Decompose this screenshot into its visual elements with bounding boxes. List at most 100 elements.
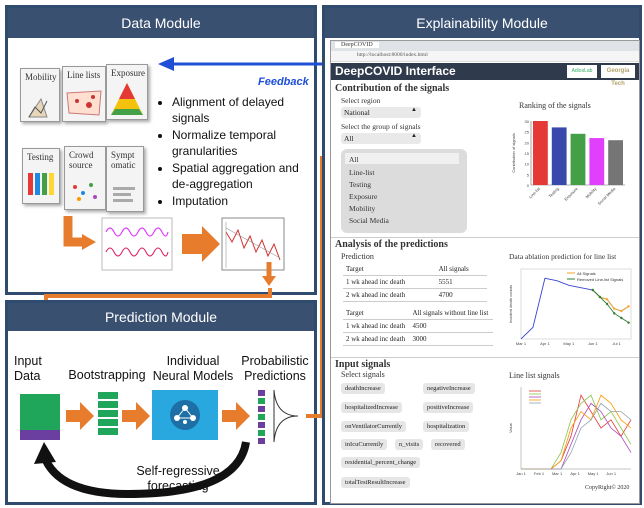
prediction-pipeline [20, 389, 326, 499]
table-cell: 4700 [435, 288, 487, 302]
x-tick-label: Apr 1 [570, 471, 580, 476]
data-point [605, 298, 609, 301]
contrib-heading: Contribution of the signals [335, 83, 450, 94]
data-point [613, 307, 616, 310]
data-point [620, 316, 623, 320]
x-tick-label: Exposure [563, 186, 579, 202]
data-point [605, 302, 609, 306]
bullet-item: Normalize temporal granularities [172, 128, 313, 159]
legend-label: All Signals [577, 271, 596, 276]
region-select[interactable]: National▲ [341, 107, 421, 118]
copyright: CopyRight© 2020 [585, 485, 630, 491]
bar [551, 127, 567, 185]
table-cell: 4500 [409, 319, 493, 333]
x-tick-label: Jul 1 [612, 341, 621, 346]
data-module-title: Data Module [8, 8, 314, 38]
signal-chip[interactable]: inIcuCurrently [341, 439, 388, 450]
group-option[interactable]: Mobility [349, 204, 376, 213]
y-tick-label: 10 [525, 162, 530, 167]
prediction-module-title: Prediction Module [8, 303, 314, 331]
group-options-list[interactable]: All Line-list Testing Exposure Mobility … [341, 149, 467, 233]
browser-url[interactable]: http://localhost:8000/index.html [357, 52, 428, 58]
table-cell: 3000 [409, 332, 493, 346]
signal-chip[interactable]: hospitalization [423, 421, 470, 432]
self-regressive-label: Self-regressive forecasting [136, 464, 220, 493]
group-select[interactable]: All▲ [341, 133, 421, 144]
signal-chip[interactable]: n_visits [395, 439, 424, 450]
signal-chip[interactable]: hospitalizedIncrease [341, 402, 403, 413]
input-data-label: Input Data [14, 354, 42, 383]
signal-chip[interactable]: negativeIncrease [423, 383, 475, 394]
bar [589, 138, 605, 185]
group-option[interactable]: All [349, 155, 359, 164]
group-option[interactable]: Line-list [349, 168, 375, 177]
adios-logo: AdiosLab [567, 65, 597, 78]
y-axis-label: Value [508, 422, 513, 433]
inputs-heading: Input signals [335, 359, 391, 370]
browser-tab[interactable]: DeepCOVID [335, 42, 379, 48]
table-cell: 1 wk ahead inc death [343, 275, 436, 289]
table-header: All signals without line list [409, 307, 493, 320]
data-point [591, 288, 594, 292]
preprocess-flow [63, 216, 285, 271]
exposure-card: Exposure [106, 64, 148, 120]
y-axis-label: Incident death counts [508, 285, 513, 323]
table-cell: 1 wk ahead inc death [343, 319, 410, 333]
bar [570, 133, 586, 185]
group-option[interactable]: Exposure [349, 192, 378, 201]
bar [608, 140, 623, 185]
data-point [627, 305, 630, 308]
chevron-down-icon: ▲ [411, 133, 417, 139]
table-cell: 5551 [435, 275, 487, 289]
legend-label: Removed Line-list Signals [577, 277, 623, 282]
table-header: Target [343, 307, 410, 320]
feedback-arrow [158, 57, 328, 71]
neural-models-label: Individual Neural Models [152, 354, 234, 383]
prediction-label: Prediction [341, 252, 374, 261]
table-header: All signals [435, 263, 487, 276]
data-point [620, 309, 623, 313]
x-tick-label: Feb 1 [534, 471, 545, 476]
ranking-title: Ranking of the signals [519, 101, 591, 110]
x-tick-label: Jun 1 [588, 341, 599, 346]
group-option[interactable]: Testing [349, 180, 371, 189]
bullet-item: Imputation [172, 194, 313, 210]
x-tick-label: May 1 [563, 341, 575, 346]
data-point [627, 321, 630, 324]
region-label: Select region [341, 96, 381, 105]
y-tick-label: 20 [525, 140, 530, 145]
interface-screenshot: DeepCOVID http://localhost:8000/index.ht… [330, 40, 640, 504]
series-line [592, 289, 629, 312]
bar [533, 121, 548, 185]
signal-chip[interactable]: positiveIncrease [423, 402, 474, 413]
signal-chip[interactable]: residential_percent_change [341, 457, 421, 468]
x-tick-label: Line-list [528, 186, 542, 200]
crowd-source-card: Crowd source [64, 146, 106, 210]
signal-chip[interactable]: totalTestResultIncrease [341, 477, 410, 488]
series-line [521, 402, 632, 470]
series-line [592, 289, 629, 324]
signal-chip[interactable]: recovered [431, 439, 465, 450]
explainability-module-title: Explainability Module [325, 8, 639, 38]
data-point [598, 295, 602, 299]
table-cell: 2 wk ahead inc death [343, 332, 410, 346]
y-tick-label: 30 [525, 119, 530, 124]
y-tick-label: 0 [527, 183, 530, 188]
mobility-card: Mobility [20, 68, 60, 122]
table-header: Target [343, 263, 436, 276]
x-tick-label: Mobility [584, 186, 597, 199]
x-tick-label: Apr 1 [540, 341, 550, 346]
group-option[interactable]: Social Media [349, 216, 389, 225]
signal-chip[interactable]: onVentilatorCurrently [341, 421, 407, 432]
signal-chip[interactable]: deathIncrease [341, 383, 385, 394]
x-tick-label: May 1 [588, 471, 600, 476]
x-tick-label: Social Media [597, 186, 617, 206]
y-axis-label: Contribution of signals [511, 133, 516, 173]
x-tick-label: Mar 1 [552, 471, 563, 476]
table-cell: 2 wk ahead inc death [343, 288, 436, 302]
gatech-logo: Georgia Tech [601, 65, 635, 87]
